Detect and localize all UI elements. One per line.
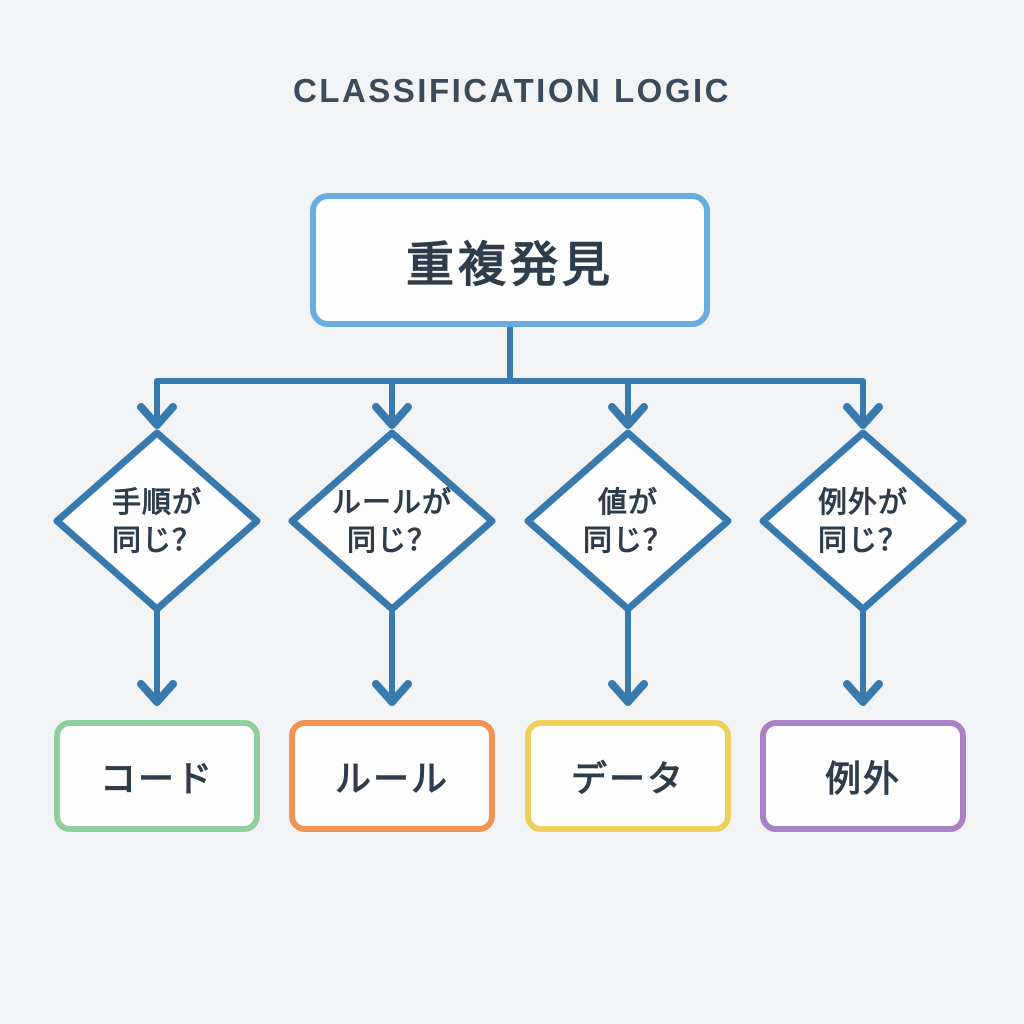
arrowhead-down-icon [372,403,412,429]
result-node-label: コード [99,758,214,799]
trunk-line [154,378,866,421]
arrowhead-down-icon [137,403,177,429]
decision-question-line1: ルールが [331,487,452,519]
decision-question-line2: 同じ？ [817,525,908,557]
arrowhead-down-icon [372,680,412,706]
diagram-title: CLASSIFICATION LOGIC [292,72,732,109]
arrowhead-down-icon [843,680,883,706]
result-node: ルール [289,720,495,832]
result-node: コード [54,720,260,832]
result-node-label: ルール [334,758,449,799]
result-node-label: データ [570,758,685,799]
decision-question-line1: 値が [597,487,658,519]
decision-question-line2: 同じ？ [111,525,202,557]
root-node-label: 重複発見 [405,239,614,292]
decision-label: 例外が 同じ？ [763,484,963,560]
arrowhead-down-icon [608,403,648,429]
decision-question-line2: 同じ？ [346,525,437,557]
decision-label: ルールが 同じ？ [292,484,492,560]
result-node: 例外 [760,720,966,832]
decision-question-line1: 手順が [111,487,202,519]
arrowhead-down-icon [843,403,883,429]
result-node-label: 例外 [824,758,901,799]
arrowhead-down-icon [137,680,177,706]
decision-question-line2: 同じ？ [582,525,673,557]
root-node: 重複発見 [310,193,710,327]
decision-question-line1: 例外が [817,487,908,519]
arrowhead-down-icon [608,680,648,706]
decision-label: 手順が 同じ？ [57,484,257,560]
decision-label: 値が 同じ？ [528,484,728,560]
result-node: データ [525,720,731,832]
